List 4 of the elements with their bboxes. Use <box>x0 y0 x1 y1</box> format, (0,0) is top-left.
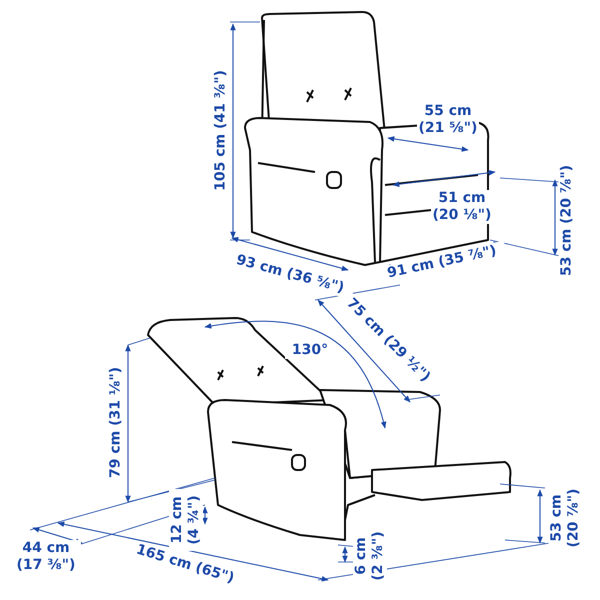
dimension-label: 51 cm (20 ⅛") <box>431 190 493 224</box>
dimension-label: 6 cm (2 ⅜") <box>353 531 387 581</box>
dimension-label: 55 cm (21 ⅝") <box>417 103 479 137</box>
dimension-label: 12 cm (4 ¾") <box>169 489 203 551</box>
